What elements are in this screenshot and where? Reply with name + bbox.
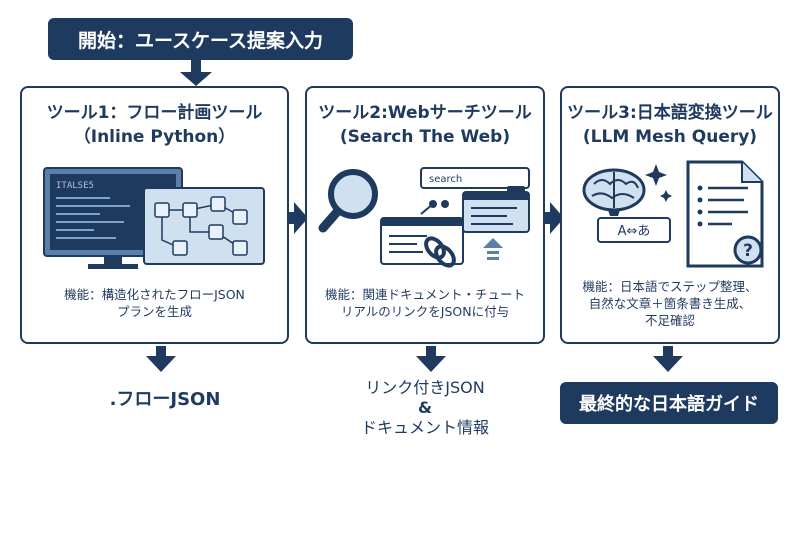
upload-arrow-icon [483, 238, 503, 260]
tool3-desc-line1: 機能：日本語でステップ整理、 [582, 279, 758, 294]
arrow-down-2-shaft [426, 346, 436, 358]
final-guide-label: 最終的な日本語ガイド [579, 394, 759, 415]
arrow-down-1-head [146, 356, 176, 372]
arrow-down-3-shaft [663, 346, 673, 358]
tool2-subtitle: (Search The Web) [339, 127, 511, 147]
screen-text: ITALSE5 [56, 181, 94, 191]
tool1-desc-line2: プランを生成 [116, 304, 192, 319]
output-flow-json: .フローJSON [109, 389, 221, 410]
tool3-subtitle: (LLM Mesh Query) [582, 127, 758, 147]
start-box: 開始：ユースケース提案入力 [48, 18, 353, 60]
output-link-json: リンク付きJSON & ドキュメント情報 [325, 378, 525, 438]
svg-text:?: ? [743, 241, 753, 261]
question-mark-icon: ? [733, 235, 763, 265]
search-bar-text: search [429, 174, 462, 185]
arrow-start-down-shaft [191, 60, 201, 74]
sparkle-icon [645, 164, 672, 202]
arrow-down-1-shaft [156, 346, 166, 358]
python-workflow-illustration: ITALSE5 [43, 167, 265, 269]
arrow-down-2-head [416, 356, 446, 372]
arrow-1-2-head [294, 202, 308, 234]
tool1-subtitle: （Inline Python） [73, 127, 236, 147]
output-link-json-line2: & [418, 398, 432, 417]
link-chain-icon [424, 236, 456, 268]
translation-illustration: A⇔あ ? [582, 160, 764, 268]
magnifier-icon [318, 169, 378, 233]
tool2-desc-line2: リアルのリンクをJSONに付与 [340, 304, 510, 319]
arrow-2-3-head [550, 202, 564, 234]
tool3-desc-line2: 自然な文章＋箇条書き生成、 [588, 296, 752, 311]
search-bar-icon [420, 167, 530, 189]
tool2-card: ツール2:Webサーチツール (Search The Web) search [305, 86, 545, 344]
tool2-title: ツール2:Webサーチツール [318, 103, 532, 123]
tool1-card: ツール1：フロー計画ツール （Inline Python） ITALSE5 [20, 86, 289, 344]
web-search-illustration: search [318, 167, 530, 268]
arrow-down-3-head [653, 356, 683, 372]
brain-icon [582, 168, 646, 216]
start-label: 開始：ユースケース提案入力 [77, 29, 324, 52]
translate-text: A⇔あ [618, 224, 651, 239]
tool2-desc-line1: 機能：関連ドキュメント・チュート [324, 287, 525, 302]
output-link-json-line1: リンク付きJSON [365, 378, 485, 397]
translate-box-icon [597, 217, 671, 243]
arrow-start-down-head [180, 72, 212, 86]
tool1-desc-line1: 機能：構造化されたフローJSON [64, 287, 245, 302]
tool3-card: ツール3:日本語変換ツール (LLM Mesh Query) A⇔あ [560, 86, 780, 344]
tool3-desc-line3: 不足確認 [644, 313, 695, 328]
final-guide-box: 最終的な日本語ガイド [560, 382, 778, 424]
output-link-json-line3: ドキュメント情報 [360, 418, 489, 437]
tool1-title: ツール1：フロー計画ツール [46, 103, 263, 123]
tool3-title: ツール3:日本語変換ツール [567, 103, 773, 123]
